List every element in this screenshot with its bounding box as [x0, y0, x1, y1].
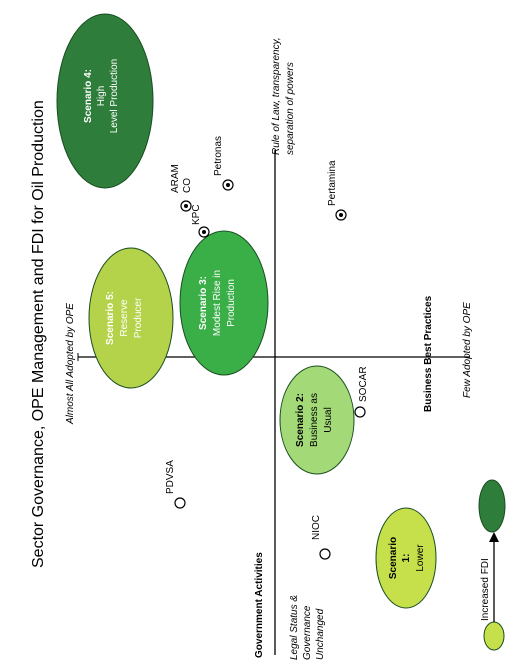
socar-marker	[354, 406, 366, 418]
scenario-5-line3: Producer	[133, 297, 144, 338]
scenario-5-title: Scenario 5:	[105, 291, 116, 345]
legal-status-label-line1: Legal Status &	[289, 595, 300, 660]
petronas-marker-dot	[226, 183, 230, 187]
aramco-marker-dot	[184, 204, 188, 208]
scenario-1-title: Scenario	[388, 537, 399, 579]
scenario-1-line2: 1:	[401, 554, 412, 563]
company-nioc: NIOC	[311, 515, 331, 560]
scenario-2-title: Scenario 2:	[295, 393, 306, 447]
few-adopted-label: Few Adopted by OPE	[462, 302, 473, 398]
almost-all-adopted-label: Almost All Adopted by OPE	[65, 303, 76, 425]
company-pertamina: Pertamina	[327, 160, 347, 221]
kpc-label: KPC	[191, 204, 202, 225]
nioc-marker	[319, 548, 331, 560]
scenario-4-line3: Level Production	[109, 59, 120, 134]
scenario-4-ellipse	[56, 13, 154, 189]
scenario-4-line2: High	[96, 86, 107, 107]
nioc-label: NIOC	[311, 515, 322, 540]
scenario-1-line3: Lower	[415, 544, 426, 572]
scenario-3-ellipse	[179, 230, 269, 376]
company-socar: SOCAR	[354, 366, 369, 418]
scenario-2-line3: Usual	[323, 407, 334, 433]
pertamina-label: Pertamina	[327, 160, 338, 206]
aramco-label: ARAM	[170, 164, 181, 193]
aramco-label-tail: CO	[182, 178, 193, 193]
scenario-5-ellipse	[88, 247, 174, 389]
fdi-low-ellipse	[483, 621, 505, 651]
kpc-marker-dot	[202, 230, 206, 234]
business-best-practices-label: Business Best Practices	[423, 295, 434, 412]
scenario-2-ellipse	[279, 365, 355, 475]
scenario-3-line2: Modest Rise in	[212, 270, 223, 336]
scenario-3-line3: Production	[226, 279, 237, 327]
petronas-label: Petronas	[213, 136, 224, 176]
scenario-3-bubble: Scenario 3: Modest Rise in Production	[179, 230, 269, 376]
company-aramco: ARAM CO	[170, 164, 193, 212]
company-pdvsa: PDVSA	[165, 460, 186, 509]
company-petronas: Petronas	[213, 136, 234, 191]
scenario-4-bubble: Scenario 4: High Level Production	[56, 13, 154, 189]
fdi-arrow-head	[489, 532, 499, 542]
scenario-4-title: Scenario 4:	[83, 69, 94, 123]
diagram-title: Sector Governance, OPE Management and FD…	[30, 100, 47, 568]
scenario-2-line2: Business as	[309, 393, 320, 447]
scenario-1-ellipse	[375, 507, 437, 609]
pertamina-marker-dot	[339, 213, 343, 217]
pdvsa-label: PDVSA	[165, 460, 176, 494]
pdvsa-marker	[174, 497, 186, 509]
legal-status-label-line3: Unchanged	[315, 608, 326, 660]
scenario-5-line2: Reserve	[119, 299, 130, 337]
government-activities-label: Government Activities	[254, 552, 265, 658]
company-kpc: KPC	[191, 204, 210, 238]
scenario-2-bubble: Scenario 2: Business as Usual	[279, 365, 355, 475]
socar-label: SOCAR	[358, 366, 369, 402]
legal-status-label-line2: Governance	[302, 605, 313, 660]
increased-fdi-label: Increased FDI	[480, 558, 491, 621]
rule-of-law-label-line2: separation of powers	[285, 62, 296, 155]
scenario-3-title: Scenario 3:	[198, 276, 209, 330]
rule-of-law-label-line1: Rule of Law, transparency,	[271, 37, 282, 155]
increased-fdi-legend: Increased FDI	[478, 479, 506, 651]
scenario-5-bubble: Scenario 5: Reserve Producer	[88, 247, 174, 389]
scenario-1-bubble: Scenario 1: Lower	[375, 507, 437, 609]
fdi-high-ellipse	[478, 479, 506, 533]
